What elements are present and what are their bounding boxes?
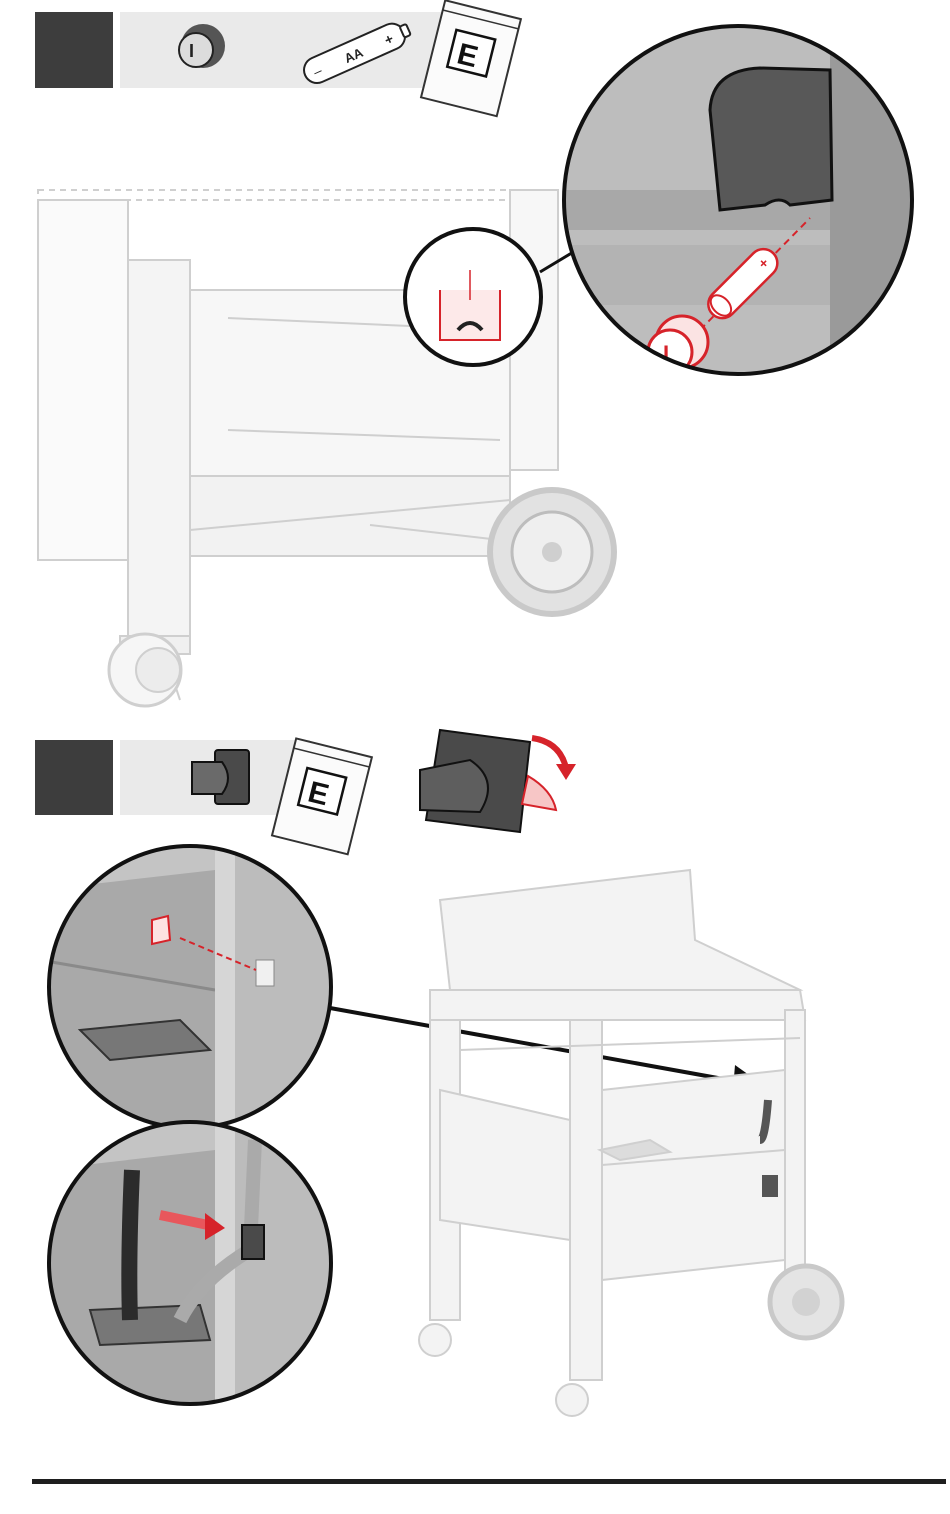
wheel-icon xyxy=(490,490,614,614)
hardware-bag-e-step2-icon: E xyxy=(272,738,372,854)
peel-arrow-icon xyxy=(532,738,566,768)
ignitor-detail-callout xyxy=(405,229,541,365)
hose-clip-zoom xyxy=(40,1120,340,1420)
bottom-rule xyxy=(32,1479,946,1484)
step-2-illustration: E xyxy=(0,720,950,1480)
grill-clip-icon xyxy=(762,1175,778,1197)
aa-battery-icon: – AA + xyxy=(300,17,414,87)
battery-install-zoom: + I xyxy=(560,20,920,380)
gas-hose-icon xyxy=(129,1170,132,1320)
step2-wheel-icon xyxy=(770,1266,842,1338)
hose-clip-part-icon xyxy=(192,750,249,804)
zoom-clip-icon xyxy=(152,916,170,944)
knob-part-label: I xyxy=(189,41,194,61)
ignitor-module-icon xyxy=(710,68,832,210)
step-1-illustration: I – AA + E xyxy=(0,0,950,720)
grill-cart-ghost-step2 xyxy=(419,870,805,1416)
installed-clip-icon xyxy=(242,1225,264,1259)
knob-part-icon: I xyxy=(179,24,225,68)
clip-mount-zoom xyxy=(40,840,340,1140)
peel-backing-icon xyxy=(420,730,576,832)
hardware-bag-e-icon: E xyxy=(421,0,521,116)
zoom-knob-label: I xyxy=(663,341,669,366)
